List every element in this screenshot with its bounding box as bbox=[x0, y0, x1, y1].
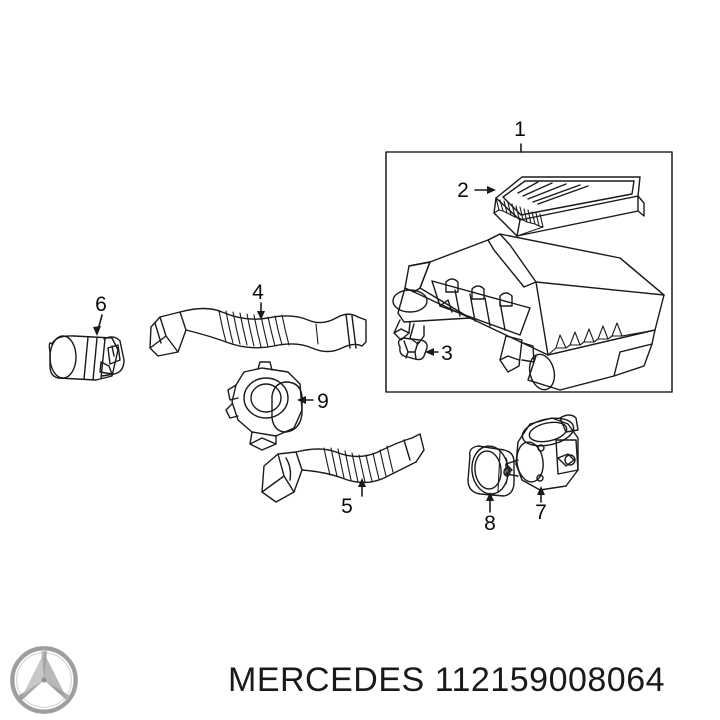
callout-number-3: 3 bbox=[441, 342, 453, 365]
part-2-air-filter-element bbox=[493, 176, 645, 237]
callout-number-2: 2 bbox=[457, 179, 469, 202]
callout-number-9: 9 bbox=[317, 390, 329, 413]
callout-number-6: 6 bbox=[95, 293, 107, 316]
callout-number-1: 1 bbox=[514, 118, 526, 141]
mercedes-star-logo bbox=[10, 646, 78, 714]
callout-number-7: 7 bbox=[535, 501, 547, 524]
callout-number-4: 4 bbox=[252, 281, 264, 304]
callout-number-8: 8 bbox=[484, 512, 496, 535]
callout-6-arrow bbox=[93, 314, 103, 336]
part-5-lower-intake-duct bbox=[261, 433, 425, 503]
part-1-housing-body bbox=[392, 233, 665, 391]
callout-number-5: 5 bbox=[341, 495, 353, 518]
part-7-throttle-body bbox=[505, 414, 579, 491]
callout-8-arrow bbox=[486, 492, 494, 513]
part-4-upper-intake-duct bbox=[149, 307, 367, 357]
callout-9-arrow bbox=[297, 396, 314, 404]
part-6-mass-air-flow-sensor bbox=[48, 335, 125, 381]
callout-5-arrow bbox=[358, 478, 366, 497]
group-1-box bbox=[385, 151, 673, 393]
part-8-throttle-body-gasket bbox=[467, 445, 515, 497]
part-9-idle-air-valve bbox=[225, 361, 303, 451]
callout-7-arrow bbox=[537, 486, 545, 503]
callout-3-arrow bbox=[425, 348, 439, 356]
callout-2-arrow bbox=[474, 186, 496, 194]
callout-4-arrow bbox=[257, 302, 265, 320]
part-3-retaining-clip bbox=[397, 337, 428, 361]
footer: MERCEDES 112159008064 bbox=[0, 640, 720, 720]
footer-part-label: MERCEDES 112159008064 bbox=[228, 660, 666, 699]
